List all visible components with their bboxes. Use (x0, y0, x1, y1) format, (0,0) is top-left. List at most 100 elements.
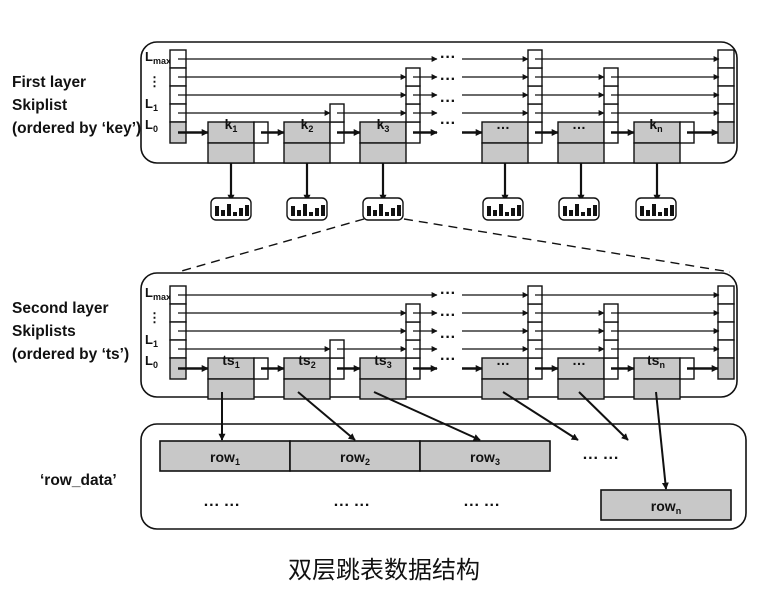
skiplist-icon-4-bar-4 (587, 208, 591, 216)
first-level-vdots: ⋮ (148, 74, 161, 89)
skiplist-icon-1-bar-3 (309, 212, 313, 216)
skiplist-icon-1-bar-0 (291, 206, 295, 216)
second-layer-label-line1: Second layer (12, 300, 109, 317)
skiplist-icon-4-bar-0 (563, 206, 567, 216)
skiplist-icon-5-bar-4 (664, 208, 668, 216)
second-node-label-2: ts2 (298, 352, 315, 370)
first-node-label-3: k3 (377, 116, 390, 134)
first-layer-label-line2: Skiplist (12, 97, 67, 114)
skiplist-icon-3-bar-3 (505, 212, 509, 216)
arrow-node5-gap (578, 391, 629, 441)
row-label-n: rown (651, 498, 681, 516)
arrow-tsn-rown (655, 391, 669, 490)
first-layer-structure (169, 49, 735, 202)
row-cell-3 (419, 440, 551, 472)
second-layer-skiplist: Lmax ⋮ L1 L0 ts1 ts2 ts3 … … tsn ··· ···… (140, 272, 738, 400)
skiplist-icon-1-bar-5 (321, 205, 325, 216)
skiplist-icon-4-bar-1 (569, 210, 573, 216)
second-layer-skiplist-icons (210, 197, 677, 221)
second-tail-cell-0 (717, 285, 735, 305)
arrow-node4-gap (502, 391, 579, 441)
second-node-label-n: tsn (647, 352, 665, 370)
first-level-l1: L1 (145, 96, 158, 113)
first-node-val-4 (557, 142, 605, 164)
second-tail-cell-1 (717, 303, 735, 323)
second-tail-cell-2 (717, 321, 735, 341)
figure-caption: 双层跳表数据结构 (288, 556, 480, 584)
skiplist-icon-2-bar-2 (379, 204, 383, 216)
first-tail-cell-3 (717, 103, 735, 123)
first-layer-frame (140, 41, 738, 164)
second-ellipsis-lmax: ··· (440, 285, 456, 302)
first-node-label-n: kn (649, 116, 662, 134)
first-tail-cell-0 (717, 49, 735, 69)
row-cell-2 (289, 440, 421, 472)
ts-to-row-arrows (218, 391, 669, 490)
skiplist-icon-4-bar-3 (581, 212, 585, 216)
skiplist-icon-3-bar-0 (487, 206, 491, 216)
arrow-ts2-row2 (297, 391, 356, 441)
row-bottom-dots-3: ··· ··· (464, 497, 500, 514)
skiplist-icon-1-bar-2 (303, 204, 307, 216)
second-node-label-5: … (572, 352, 586, 368)
second-node-val-1 (283, 378, 331, 400)
first-node-val-2 (359, 142, 407, 164)
skiplist-icon-2-bar-3 (385, 212, 389, 216)
second-level-lmax: Lmax (145, 285, 171, 302)
skiplist-icon-0-bar-3 (233, 212, 237, 216)
first-ellipsis-l1: ··· (440, 93, 456, 110)
first-node-val-0 (207, 142, 255, 164)
second-level-l1: L1 (145, 332, 158, 349)
skiplist-icon-5-bar-2 (652, 204, 656, 216)
skiplist-icon-3-bar-4 (511, 208, 515, 216)
row-label-3: row3 (470, 449, 500, 467)
first-layer-label: First layer Skiplist (ordered by ‘key’) (12, 74, 141, 137)
expand-line-right (403, 218, 731, 273)
skiplist-icon-3-bar-2 (499, 204, 503, 216)
second-node-label-4: … (496, 352, 510, 368)
skiplist-icon-2-bar-4 (391, 208, 395, 216)
skiplist-icon-2-bar-5 (397, 205, 401, 216)
row-bottom-dots-2: ··· ··· (334, 497, 370, 514)
second-tail-cell-3 (717, 339, 735, 359)
second-node-val-3 (481, 378, 529, 400)
second-node-val-2 (359, 378, 407, 400)
skiplist-icon-0-bar-1 (221, 210, 225, 216)
first-layer-levels: Lmax ⋮ L1 L0 (145, 49, 171, 134)
first-layer-ellipses: ··· ··· ··· ··· (440, 49, 456, 132)
skiplist-icon-5-bar-1 (646, 210, 650, 216)
second-layer-structure (169, 285, 735, 400)
first-level-lmax: Lmax (145, 49, 171, 66)
first-ellipsis-lmax: ··· (440, 49, 456, 66)
first-layer-label-line1: First layer (12, 74, 86, 91)
second-layer-nodes: ts1 ts2 ts3 … … tsn (222, 352, 665, 370)
row-label-1: row1 (210, 449, 240, 467)
first-ellipsis-2: ··· (440, 71, 456, 88)
first-node-label-1: k1 (225, 116, 238, 134)
row-data-label: ‘row_data’ (40, 472, 117, 489)
first-tail-cell-2 (717, 85, 735, 105)
skiplist-icon-0-bar-2 (227, 204, 231, 216)
first-level-l0: L0 (145, 117, 158, 134)
second-ellipsis-l0: ··· (440, 351, 456, 368)
skiplist-icon-3-bar-1 (493, 210, 497, 216)
second-node-label-1: ts1 (222, 352, 239, 370)
skiplist-icon-0-bar-5 (245, 205, 249, 216)
second-node-val-0 (207, 378, 255, 400)
second-tail-l0 (717, 357, 735, 380)
skiplist-icon-5-bar-5 (670, 205, 674, 216)
first-layer-nodes: k1 k2 k3 … … kn (225, 116, 663, 134)
row-cell-1 (159, 440, 291, 472)
row-label-2: row2 (340, 449, 370, 467)
skiplist-icon-2-bar-0 (367, 206, 371, 216)
second-ellipsis-l1: ··· (440, 329, 456, 346)
first-layer-label-line3: (ordered by ‘key’) (12, 120, 141, 137)
first-ellipsis-l0: ··· (440, 115, 456, 132)
second-node-val-4 (557, 378, 605, 400)
second-level-l0: L0 (145, 353, 158, 370)
skiplist-icon-0-bar-0 (215, 206, 219, 216)
skiplist-icon-1-bar-4 (315, 208, 319, 216)
second-node-label-3: ts3 (374, 352, 391, 370)
first-tail-cell-1 (717, 67, 735, 87)
first-node-val-5 (633, 142, 681, 164)
